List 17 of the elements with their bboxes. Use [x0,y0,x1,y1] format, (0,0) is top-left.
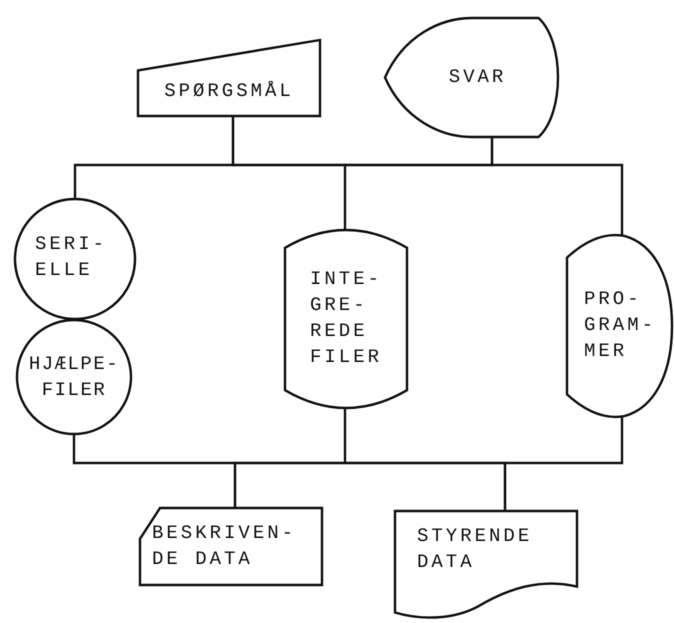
file-circle [17,320,131,434]
shape-label: INTE- GRE- REDE FILER [310,267,384,370]
shape-label: HJÆLPE- FILER [28,352,120,403]
document-shape [395,511,577,619]
shape-label: SERI- ELLE [35,232,108,283]
punched-card-shape [140,508,322,585]
connector-line [490,137,624,236]
shape-label: STYRENDE DATA [417,524,534,575]
file-circle [15,199,135,319]
online-storage-shape [567,236,672,416]
connector-line [504,416,624,511]
manual-input-shape [138,40,320,116]
shape-label: PRO- GRAM- MER [584,287,658,364]
shape-label: SVAR [448,65,508,90]
shape-label: SPØRGSMÅL [163,79,295,104]
storage-drum-shape [285,230,407,408]
shape-label: BESKRIVEN- DE DATA [152,521,298,572]
